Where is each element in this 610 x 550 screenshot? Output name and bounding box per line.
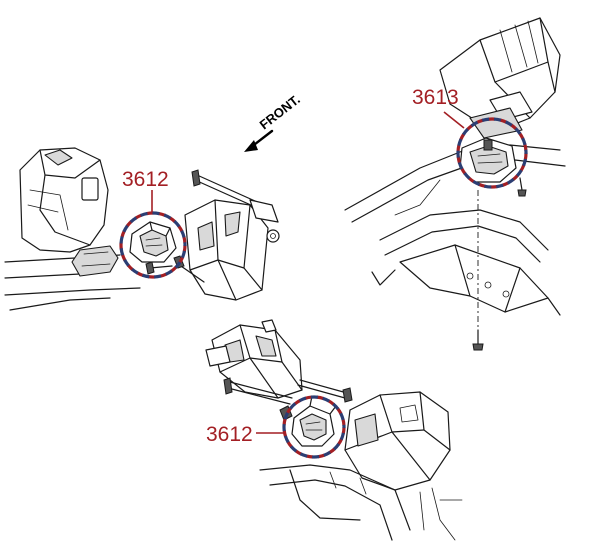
callout-label-3612-upper: 3612 [122, 168, 169, 191]
mount-3612-lower [279, 395, 337, 447]
mount-3612-upper [129, 221, 177, 275]
lower-assembly [205, 319, 463, 541]
callout-ring-bottom [282, 395, 346, 459]
arrow-left-down-icon [244, 129, 274, 152]
front-direction-indicator: FRONT. [244, 92, 303, 152]
mount-3613 [459, 137, 517, 183]
callout-ring-right [456, 117, 528, 189]
left-engine-assembly [4, 147, 280, 311]
callout-ring-upper-left [119, 211, 187, 279]
callout-label-3612-lower: 3612 [206, 423, 253, 446]
front-label: FRONT. [257, 92, 303, 133]
leader-line-3613 [443, 111, 465, 129]
transmission-assembly [344, 17, 566, 351]
callout-label-3613: 3613 [412, 86, 459, 109]
